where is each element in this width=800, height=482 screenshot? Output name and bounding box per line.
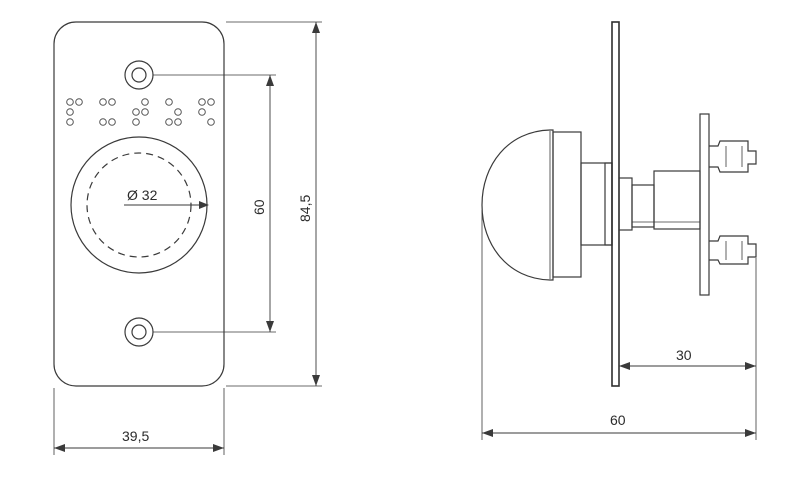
front-height-label: 84,5 (297, 195, 313, 222)
lower-terminal (709, 235, 757, 265)
front-width-label: 39,5 (122, 428, 149, 444)
switch-body (618, 177, 633, 231)
braille-dot (66, 118, 74, 126)
dimension-front-width: 39,5 (54, 428, 224, 452)
braille-dot (132, 118, 140, 126)
braille-dot (66, 98, 74, 106)
bottom-mounting-hole (124, 317, 154, 347)
contact-block-plate (699, 113, 710, 296)
braille-dot (141, 98, 149, 106)
braille-dot (198, 108, 206, 116)
upper-terminal (709, 140, 757, 173)
side-view: 30 60 (481, 21, 757, 440)
braille-dot (66, 108, 74, 116)
braille-dot (132, 108, 140, 116)
front-plate (53, 21, 225, 387)
dimension-side-total: 60 (482, 412, 756, 437)
braille-dot (198, 98, 206, 106)
button-diameter-label: Ø 32 (127, 187, 158, 203)
braille-dot (207, 118, 215, 126)
braille-dot (108, 98, 116, 106)
hole-spacing-label: 60 (251, 199, 267, 215)
braille-dot (75, 98, 83, 106)
braille-dot (141, 108, 149, 116)
braille-dot (207, 98, 215, 106)
side-total-label: 60 (610, 412, 626, 428)
top-mounting-hole (124, 60, 154, 90)
braille-dot (174, 118, 182, 126)
front-view: Ø 32 60 84,5 39,5 (53, 21, 322, 455)
dimension-hole-spacing: 60 (251, 75, 274, 332)
braille-dots (66, 98, 215, 126)
dimension-front-height: 84,5 (297, 22, 320, 386)
button-bezel (552, 131, 582, 278)
braille-dot (99, 98, 107, 106)
side-depth-label: 30 (676, 347, 692, 363)
plunger-housing (580, 162, 613, 246)
braille-dot (99, 118, 107, 126)
dimension-side-depth: 30 (619, 347, 756, 370)
push-button-front: Ø 32 (70, 136, 209, 274)
braille-dot (165, 98, 173, 106)
braille-dot (165, 118, 173, 126)
braille-dot (108, 118, 116, 126)
button-dome (481, 129, 554, 281)
braille-dot (174, 108, 182, 116)
panel-plate (611, 21, 620, 387)
